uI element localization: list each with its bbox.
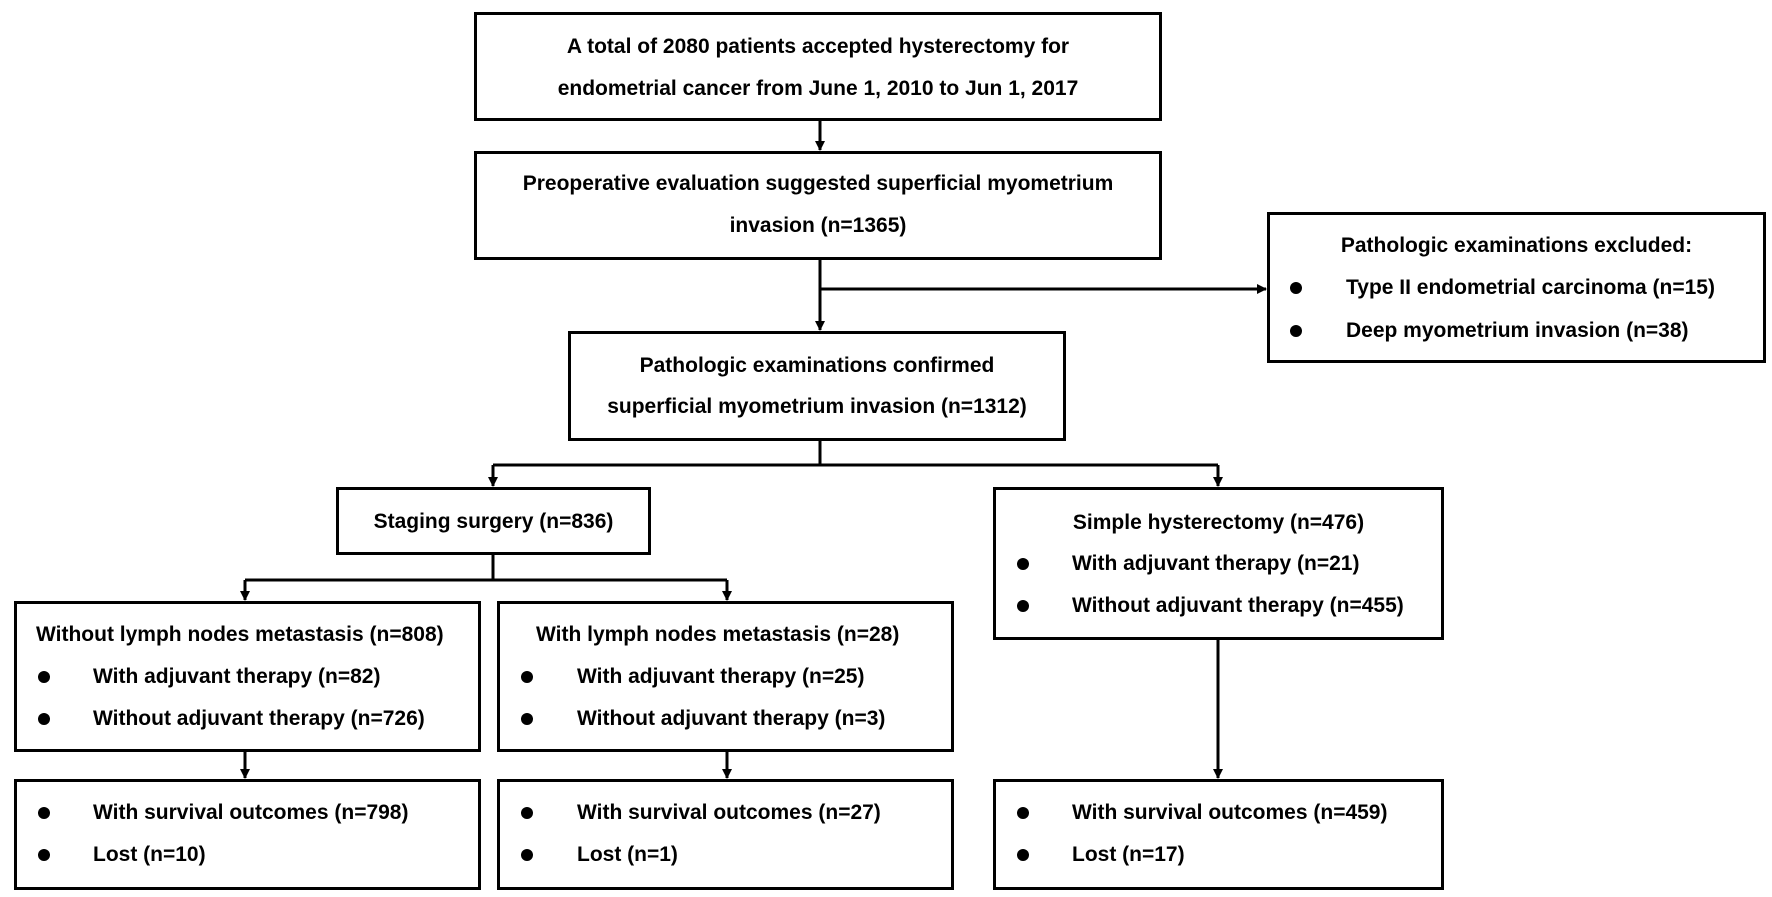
outcome-with-lymph-box: [497, 779, 954, 890]
with-lymph-box: [497, 601, 954, 752]
confirmed-line2: superficial myometrium invasion (n=1312): [607, 395, 1027, 418]
confirmed-line1: Pathologic examinations confirmed: [639, 354, 995, 377]
preoperative-box: [474, 151, 1162, 260]
confirmed-box: [568, 331, 1066, 441]
enrollment-line2: endometrial cancer from June 1, 2010 to …: [557, 77, 1079, 100]
bullet-icon: [1017, 558, 1029, 570]
outcome-with-lymph-item-1: With survival outcomes (n=27): [577, 801, 881, 824]
simple-box: [993, 487, 1444, 640]
staging-box: [336, 487, 651, 555]
outcome-no-lymph-item-2: Lost (n=10): [93, 843, 206, 866]
bullet-icon: [1017, 849, 1029, 861]
simple-item-2: Without adjuvant therapy (n=455): [1072, 594, 1404, 617]
preoperative-line1: Preoperative evaluation suggested superf…: [522, 172, 1114, 195]
no-lymph-item-1: With adjuvant therapy (n=82): [93, 665, 381, 688]
outcome-simple-box: [993, 779, 1444, 890]
bullet-icon: [1290, 282, 1302, 294]
bullet-icon: [1017, 600, 1029, 612]
bullet-icon: [521, 713, 533, 725]
outcome-simple-item-1: With survival outcomes (n=459): [1072, 801, 1388, 824]
outcome-simple-item-2: Lost (n=17): [1072, 843, 1185, 866]
no-lymph-item-2: Without adjuvant therapy (n=726): [93, 707, 425, 730]
no-lymph-title: Without lymph nodes metastasis (n=808): [36, 623, 444, 646]
enrollment-line1: A total of 2080 patients accepted hyster…: [566, 35, 1070, 58]
bullet-icon: [38, 849, 50, 861]
outcome-with-lymph-item-2: Lost (n=1): [577, 843, 678, 866]
bullet-icon: [1290, 325, 1302, 337]
excluded-item-2: Deep myometrium invasion (n=38): [1346, 319, 1689, 342]
staging-title: Staging surgery (n=836): [373, 510, 614, 533]
excluded-box: [1267, 212, 1766, 363]
preoperative-line2: invasion (n=1365): [729, 214, 907, 237]
simple-title: Simple hysterectomy (n=476): [1072, 511, 1365, 534]
outcome-no-lymph-box: [14, 779, 481, 890]
bullet-icon: [521, 807, 533, 819]
excluded-title: Pathologic examinations excluded:: [1340, 234, 1693, 257]
with-lymph-item-1: With adjuvant therapy (n=25): [577, 665, 865, 688]
bullet-icon: [38, 807, 50, 819]
with-lymph-item-2: Without adjuvant therapy (n=3): [577, 707, 886, 730]
simple-item-1: With adjuvant therapy (n=21): [1072, 552, 1360, 575]
enrollment-box: [474, 12, 1162, 121]
excluded-item-1: Type II endometrial carcinoma (n=15): [1346, 276, 1715, 299]
outcome-no-lymph-item-1: With survival outcomes (n=798): [93, 801, 409, 824]
no-lymph-box: [14, 601, 481, 752]
with-lymph-title: With lymph nodes metastasis (n=28): [536, 623, 900, 646]
bullet-icon: [1017, 807, 1029, 819]
bullet-icon: [38, 671, 50, 683]
bullet-icon: [521, 849, 533, 861]
bullet-icon: [38, 713, 50, 725]
bullet-icon: [521, 671, 533, 683]
